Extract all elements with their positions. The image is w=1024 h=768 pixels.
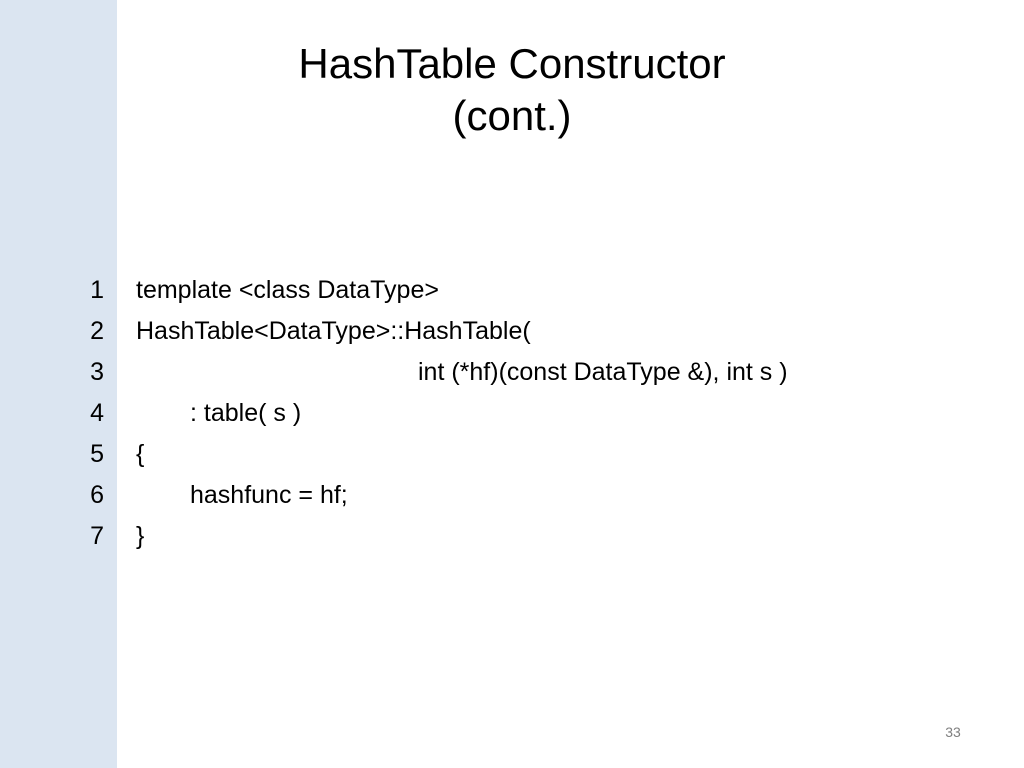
side-bar <box>0 0 117 768</box>
line-number: 7 <box>90 522 104 550</box>
line-number: 2 <box>90 317 104 345</box>
line-number: 3 <box>90 358 104 386</box>
code-line: 5 { <box>70 434 970 475</box>
line-number: 1 <box>90 276 104 304</box>
code-text: int (*hf)(const DataType &), int s ) <box>418 358 788 386</box>
line-number: 4 <box>90 399 104 427</box>
code-text: } <box>136 522 145 550</box>
slide-title-line-2: (cont.) <box>452 92 572 139</box>
code-line: 1 template <class DataType> <box>70 270 970 311</box>
code-text: template <class DataType> <box>136 276 439 304</box>
slide-title: HashTable Constructor (cont.) <box>117 38 907 142</box>
page-number: 33 <box>945 724 961 740</box>
code-text: : table( s ) <box>190 399 302 427</box>
line-number: 5 <box>90 440 104 468</box>
code-line: 3 int (*hf)(const DataType &), int s ) <box>70 352 970 393</box>
slide-title-line-1: HashTable Constructor <box>298 40 726 87</box>
code-line: 7 } <box>70 516 970 557</box>
code-text: { <box>136 440 145 468</box>
code-line: 2 HashTable<DataType>::HashTable( <box>70 311 970 352</box>
code-line: 6 hashfunc = hf; <box>70 475 970 516</box>
code-line: 4 : table( s ) <box>70 393 970 434</box>
code-text: HashTable<DataType>::HashTable( <box>136 317 531 345</box>
code-listing: 1 template <class DataType> 2 HashTable<… <box>70 270 970 557</box>
line-number: 6 <box>90 481 104 509</box>
code-text: hashfunc = hf; <box>190 481 348 509</box>
